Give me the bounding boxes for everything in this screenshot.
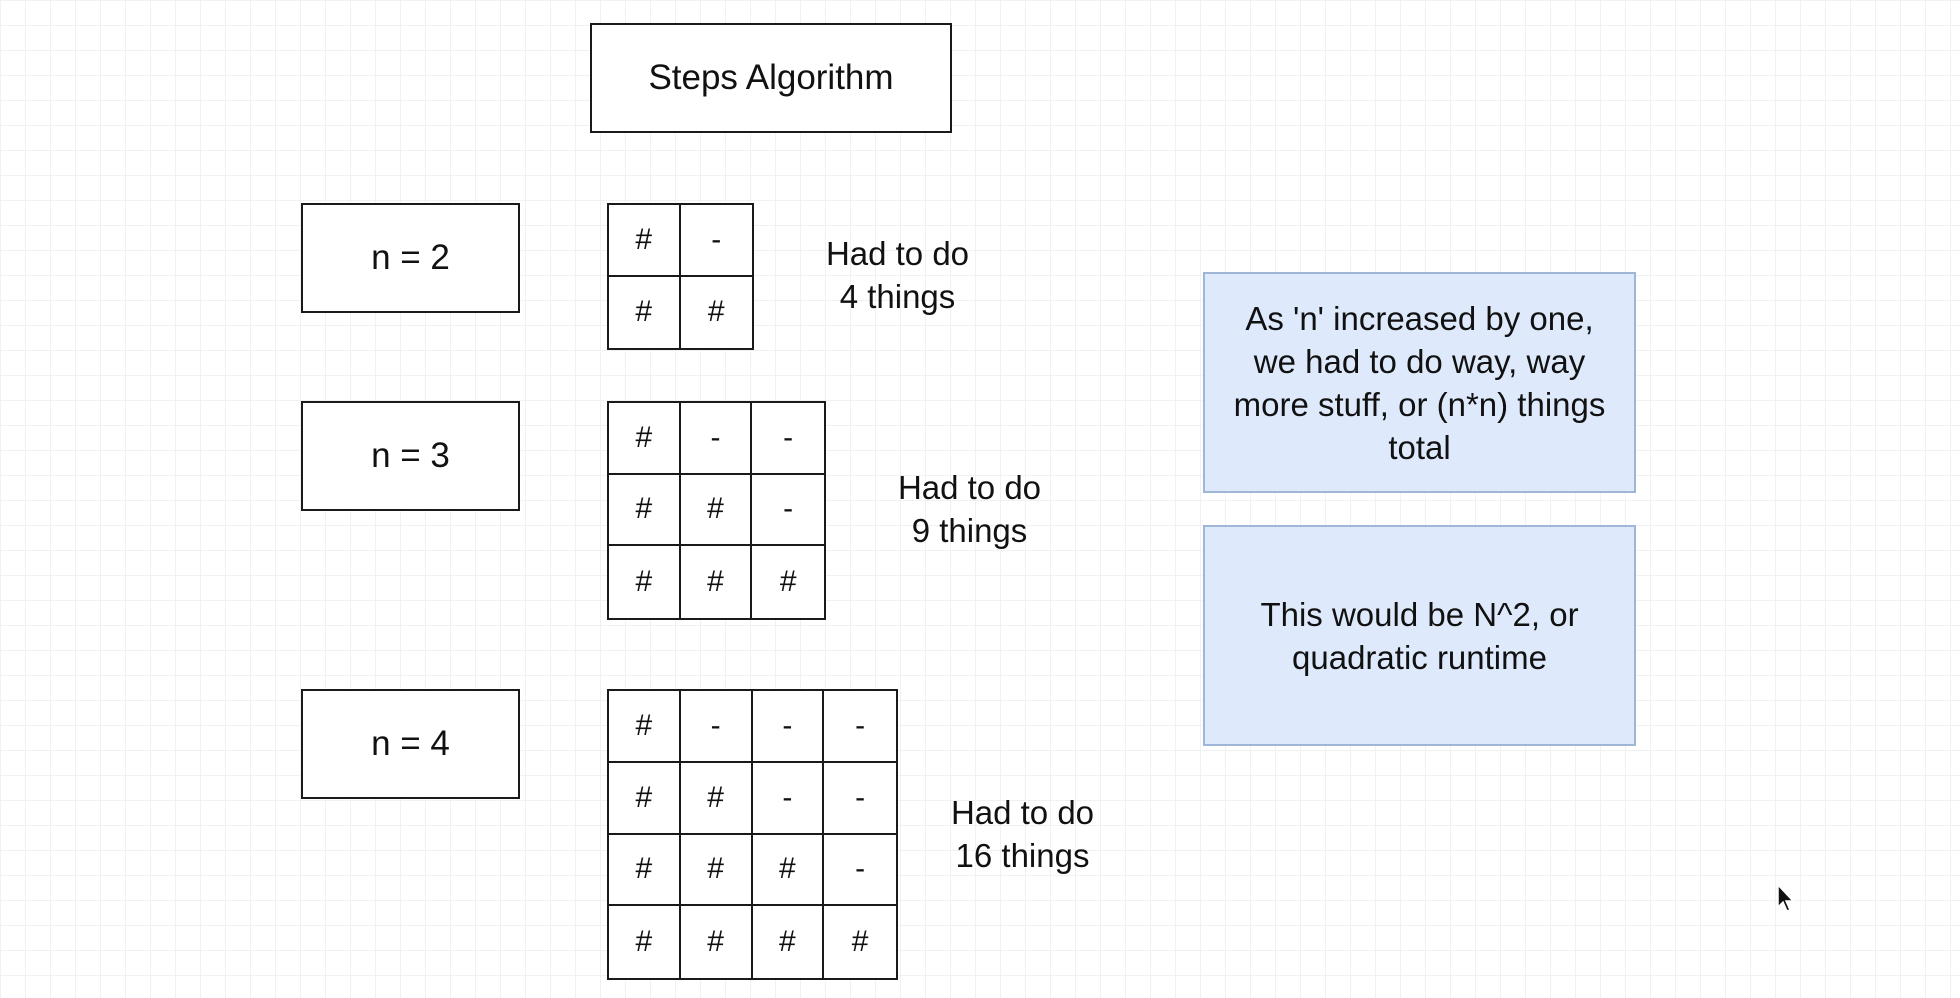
n-box-4: n = 4: [301, 689, 520, 799]
diagram-title-text: Steps Algorithm: [648, 58, 894, 97]
result-label-2: Had to do 4 things: [800, 232, 995, 318]
growth-note-line4: total: [1388, 428, 1451, 466]
grid-cell: #: [609, 276, 681, 348]
grid-cell: -: [824, 691, 896, 763]
result-label-4-line2: 16 things: [955, 837, 1090, 874]
runtime-note-line2: quadratic runtime: [1292, 638, 1547, 676]
grid-cell: #: [609, 762, 681, 835]
grid-cell: #: [609, 546, 681, 618]
grid-cell: #: [609, 834, 681, 907]
runtime-note-line1: This would be N^2, or: [1260, 595, 1579, 633]
grid-cell: #: [707, 295, 725, 329]
growth-note-line1: As 'n' increased by one,: [1245, 299, 1594, 337]
growth-note-line2: we had to do way, way: [1253, 342, 1586, 380]
result-label-2-line2: 4 things: [839, 278, 956, 315]
grid-cell: -: [680, 205, 752, 277]
grid-cell: -: [680, 403, 753, 475]
grid-cell: #: [752, 834, 825, 907]
grid-cell: #: [609, 691, 681, 763]
n-box-3: n = 3: [301, 401, 520, 511]
growth-note: As 'n' increased by one, we had to do wa…: [1203, 272, 1636, 493]
grid-cell: #: [680, 474, 753, 547]
result-label-4: Had to do 16 things: [925, 791, 1120, 877]
grid-cell: #: [609, 474, 681, 547]
result-label-2-line1: Had to do: [825, 235, 970, 272]
diagram-title: Steps Algorithm: [590, 23, 952, 133]
result-label-3-line2: 9 things: [911, 512, 1028, 549]
n-label-2: n = 2: [371, 238, 450, 277]
n-box-2: n = 2: [301, 203, 520, 313]
grid-cell: -: [752, 762, 825, 835]
grid-cell: -: [752, 691, 825, 763]
grid-cell: #: [680, 834, 753, 907]
n-label-3: n = 3: [371, 436, 450, 475]
grid-cell: #: [609, 205, 681, 277]
mouse-pointer-icon: [1777, 884, 1795, 912]
result-label-4-line1: Had to do: [950, 794, 1095, 831]
grid-cell: #: [753, 906, 825, 978]
grid-cell: #: [681, 546, 753, 618]
grid-cell: -: [824, 835, 896, 907]
grid-cell: -: [824, 763, 896, 835]
n-label-4: n = 4: [371, 724, 450, 763]
step-grid-3: #--##-###: [607, 401, 826, 620]
grid-cell: #: [609, 403, 681, 475]
grid-cell: -: [680, 691, 753, 763]
step-grid-4: #---##--###-####: [607, 689, 898, 980]
result-label-3-line1: Had to do: [897, 469, 1042, 506]
grid-cell: #: [851, 925, 869, 959]
grid-cell: -: [752, 403, 824, 475]
result-label-3: Had to do 9 things: [872, 466, 1067, 552]
grid-cell: #: [609, 906, 681, 978]
step-grid-2: #-##: [607, 203, 754, 350]
grid-cell: #: [779, 565, 797, 599]
runtime-note: This would be N^2, or quadratic runtime: [1203, 525, 1636, 746]
grid-cell: #: [681, 906, 753, 978]
grid-cell: -: [752, 475, 824, 547]
growth-note-line3: more stuff, or (n*n) things: [1233, 385, 1606, 423]
grid-cell: #: [680, 762, 753, 835]
